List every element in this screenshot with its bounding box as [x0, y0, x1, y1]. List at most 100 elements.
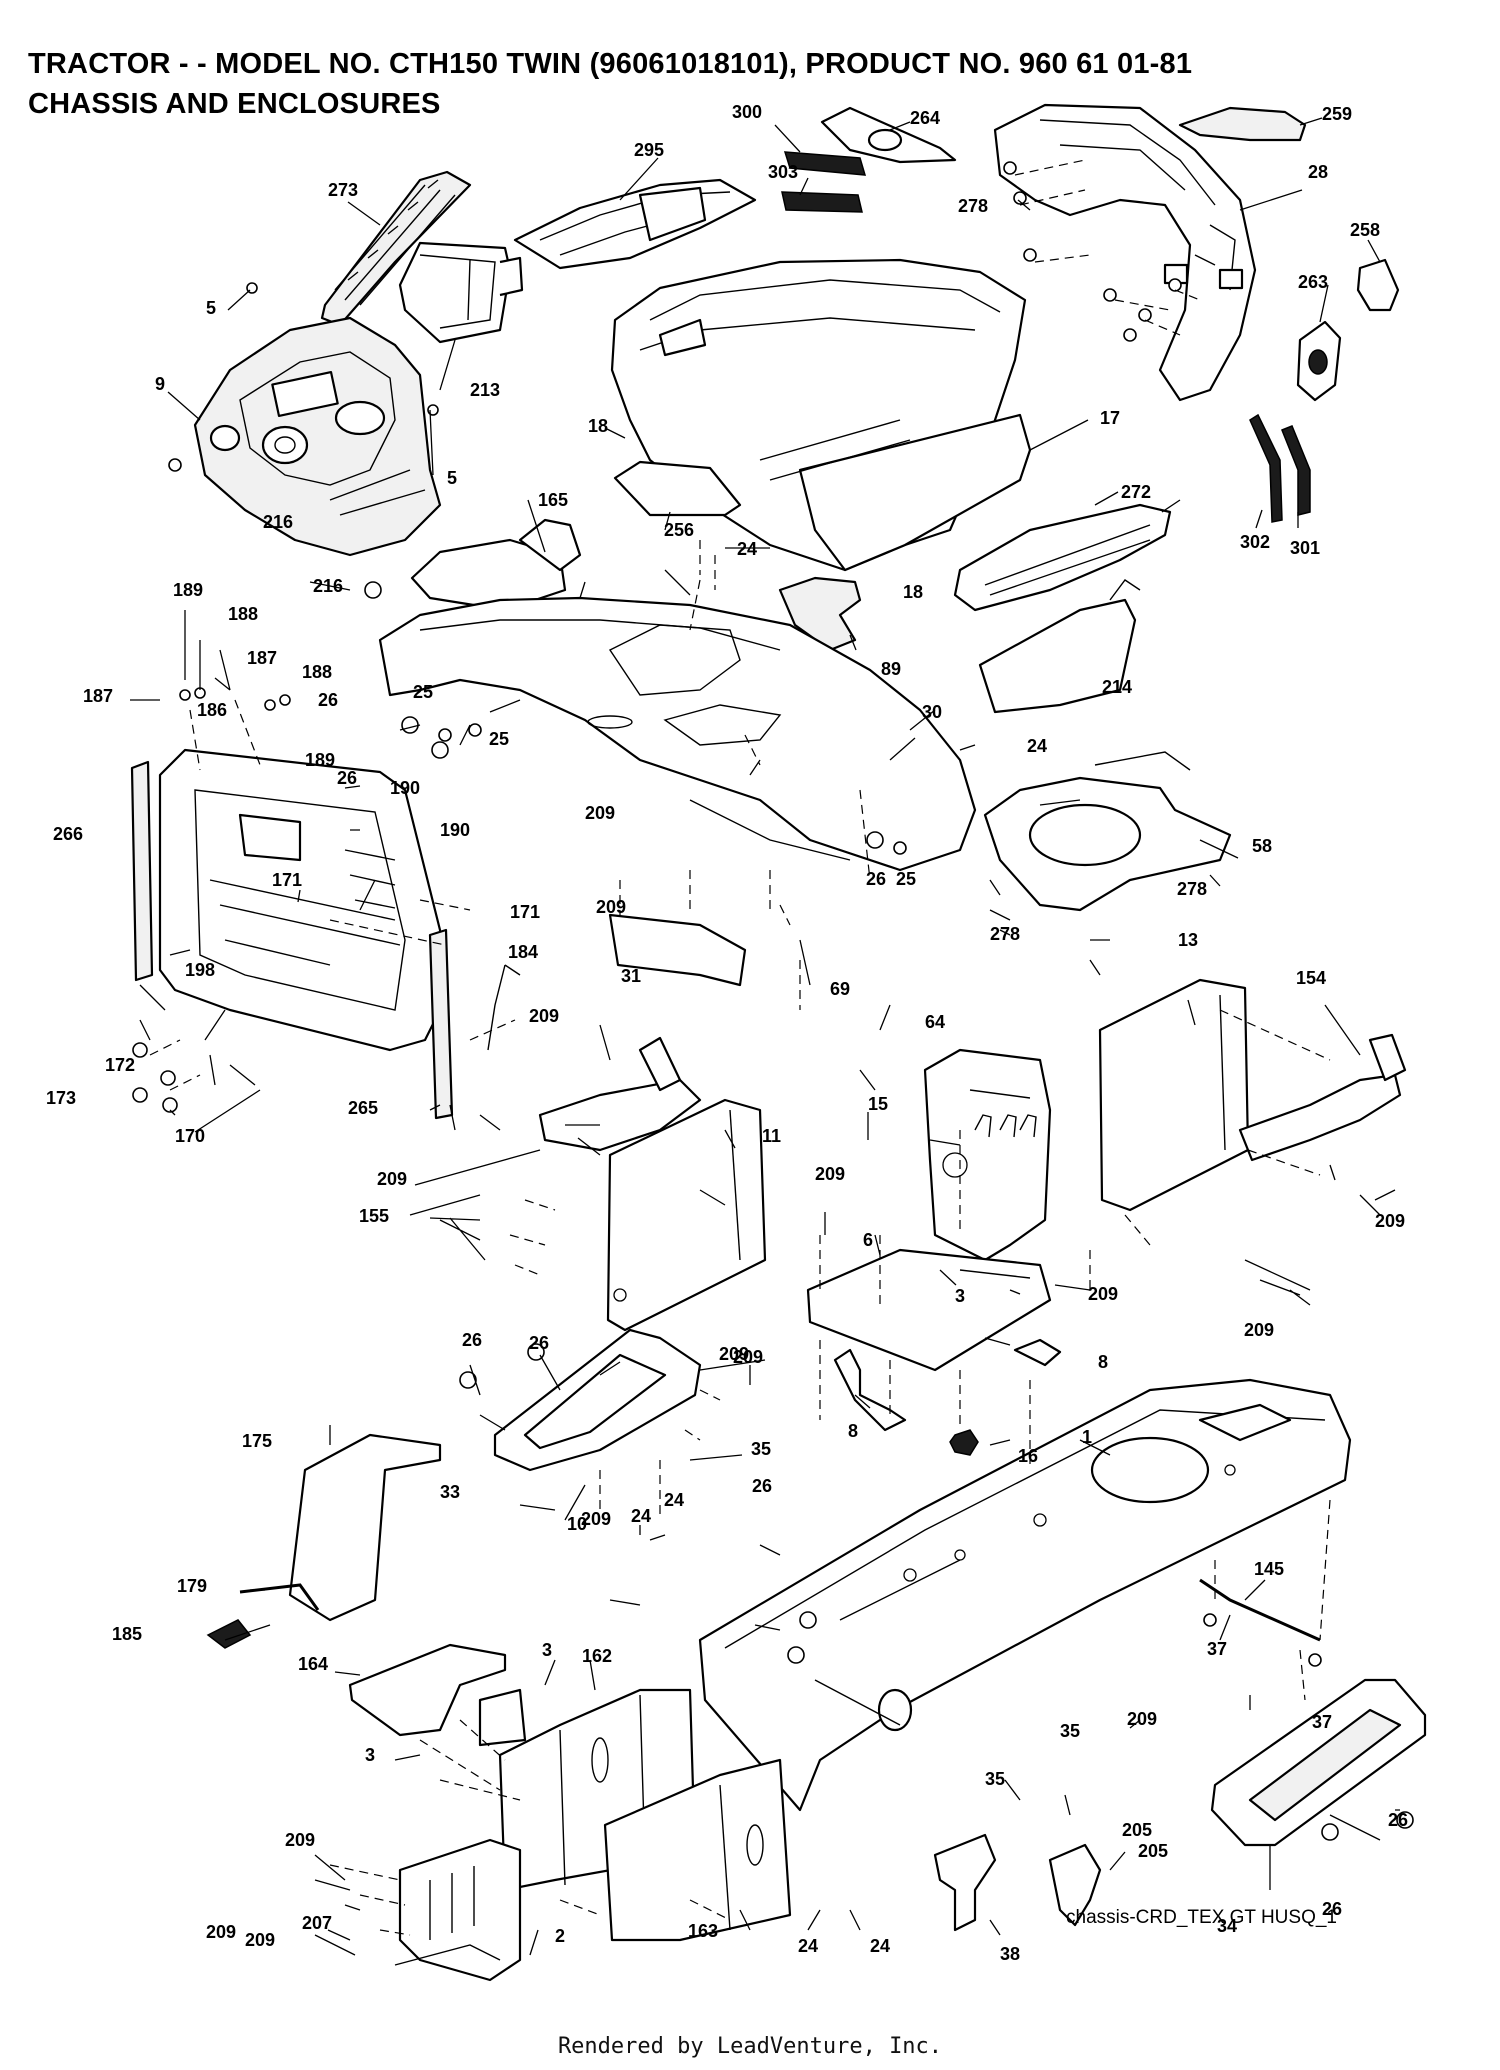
screen-303[interactable] — [781, 191, 863, 213]
bracket-213[interactable] — [398, 241, 524, 344]
part-label: 6 — [863, 1230, 873, 1250]
footrest-33[interactable] — [493, 1328, 702, 1472]
part-label: 162 — [582, 1646, 612, 1666]
grille-273[interactable] — [320, 170, 472, 327]
part-label: 171 — [272, 870, 302, 890]
hinge-154[interactable] — [1238, 1033, 1407, 1162]
part-label: 26 — [529, 1333, 549, 1353]
part-label: 300 — [732, 102, 762, 122]
part-label: 216 — [313, 576, 343, 596]
leader-lines — [130, 117, 1400, 1956]
part-label: 209 — [581, 1509, 611, 1529]
rod-145[interactable] — [1199, 1578, 1321, 1642]
part-label: 190 — [390, 778, 420, 798]
diagram-id: chassis-CRD_TEX GT HUSQ_1 — [1066, 1907, 1337, 1928]
part-label: 258 — [1350, 220, 1380, 240]
part-label: 89 — [881, 659, 901, 679]
part-label: 216 — [263, 512, 293, 532]
panel-64[interactable] — [923, 1048, 1052, 1262]
clip-8-lower[interactable] — [833, 1348, 907, 1432]
plate-6[interactable] — [806, 1248, 1052, 1372]
shroud-58[interactable] — [983, 751, 1232, 912]
part-label: 25 — [896, 869, 916, 889]
part-label: 278 — [1177, 879, 1207, 899]
part-label: 209 — [1375, 1211, 1405, 1231]
shield-164[interactable] — [348, 1643, 527, 1747]
part-label: 64 — [925, 1012, 945, 1032]
strip-302[interactable] — [1249, 413, 1283, 523]
part-label: 33 — [440, 1482, 460, 1502]
part-label: 155 — [359, 1206, 389, 1226]
part-label: 173 — [46, 1088, 76, 1108]
lens-259[interactable] — [1178, 106, 1307, 142]
cap-258[interactable] — [1356, 258, 1400, 312]
light-housing-264[interactable] — [820, 106, 957, 164]
part-label: 37 — [1207, 1639, 1227, 1659]
side-plate-13[interactable] — [1098, 978, 1250, 1212]
bracket-31[interactable] — [608, 913, 747, 987]
bracket-38-left[interactable] — [933, 1833, 997, 1932]
part-label: 26 — [337, 768, 357, 788]
part-label: 35 — [1060, 1721, 1080, 1741]
part-label: 3 — [365, 1745, 375, 1765]
bracket-38-right[interactable] — [1048, 1843, 1102, 1927]
part-label: 28 — [1308, 162, 1328, 182]
hood-top-295[interactable] — [513, 178, 757, 270]
part-label: 188 — [228, 604, 258, 624]
part-label: 213 — [470, 380, 500, 400]
part-label: 26 — [318, 690, 338, 710]
part-label: 25 — [489, 729, 509, 749]
panel-214[interactable] — [978, 579, 1141, 714]
part-label: 165 — [538, 490, 568, 510]
side-plate-11[interactable] — [606, 1098, 767, 1332]
strip-301[interactable] — [1281, 425, 1311, 516]
part-label: 35 — [985, 1769, 1005, 1789]
part-label: 58 — [1252, 836, 1272, 856]
plate-163[interactable] — [603, 1758, 792, 1942]
hinge-155[interactable] — [538, 1036, 702, 1152]
light-263[interactable] — [1296, 320, 1342, 402]
cover-175[interactable] — [288, 1433, 442, 1622]
seat-165[interactable] — [410, 518, 582, 612]
part-label: 259 — [1322, 104, 1352, 124]
cover-256[interactable] — [613, 460, 742, 517]
part-label: 3 — [542, 1640, 552, 1660]
part-label: 30 — [922, 702, 942, 722]
part-label: 170 — [175, 1126, 205, 1146]
part-label: 198 — [185, 960, 215, 980]
part-label: 15 — [868, 1094, 888, 1114]
diagram-subtitle: CHASSIS AND ENCLOSURES — [28, 88, 441, 120]
part-label: 31 — [621, 966, 641, 986]
clip-8-upper[interactable] — [1013, 1338, 1062, 1367]
rear-plate-2[interactable] — [394, 1838, 522, 1982]
part-label: 184 — [508, 942, 538, 962]
part-label: 209 — [245, 1930, 275, 1950]
nut-16[interactable] — [949, 1429, 979, 1456]
drawbar-34[interactable] — [1210, 1678, 1427, 1847]
fasteners — [132, 161, 1414, 1841]
frame-1[interactable] — [698, 1378, 1352, 1812]
grille-272[interactable] — [953, 503, 1172, 612]
dash-panel-9[interactable] — [193, 316, 442, 557]
part-label: 1 — [1082, 1427, 1092, 1447]
wire-184[interactable] — [487, 964, 521, 1051]
pedal-185[interactable] — [206, 1619, 252, 1649]
strip-265[interactable] — [428, 928, 454, 1120]
strip-266[interactable] — [130, 760, 154, 982]
part-label: 209 — [1088, 1284, 1118, 1304]
part-label: 164 — [298, 1654, 328, 1674]
part-label: 175 — [242, 1431, 272, 1451]
part-label: 272 — [1121, 482, 1151, 502]
part-label: 26 — [1388, 1810, 1408, 1830]
screen-300[interactable] — [783, 151, 867, 176]
part-label: 207 — [302, 1913, 332, 1933]
part-label: 13 — [1178, 930, 1198, 950]
part-label: 154 — [1296, 968, 1326, 988]
part-label: 303 — [768, 162, 798, 182]
part-label: 187 — [83, 686, 113, 706]
part-label: 186 — [197, 700, 227, 720]
part-label: 163 — [688, 1921, 718, 1941]
fender-30[interactable] — [378, 596, 977, 872]
part-label: 273 — [328, 180, 358, 200]
